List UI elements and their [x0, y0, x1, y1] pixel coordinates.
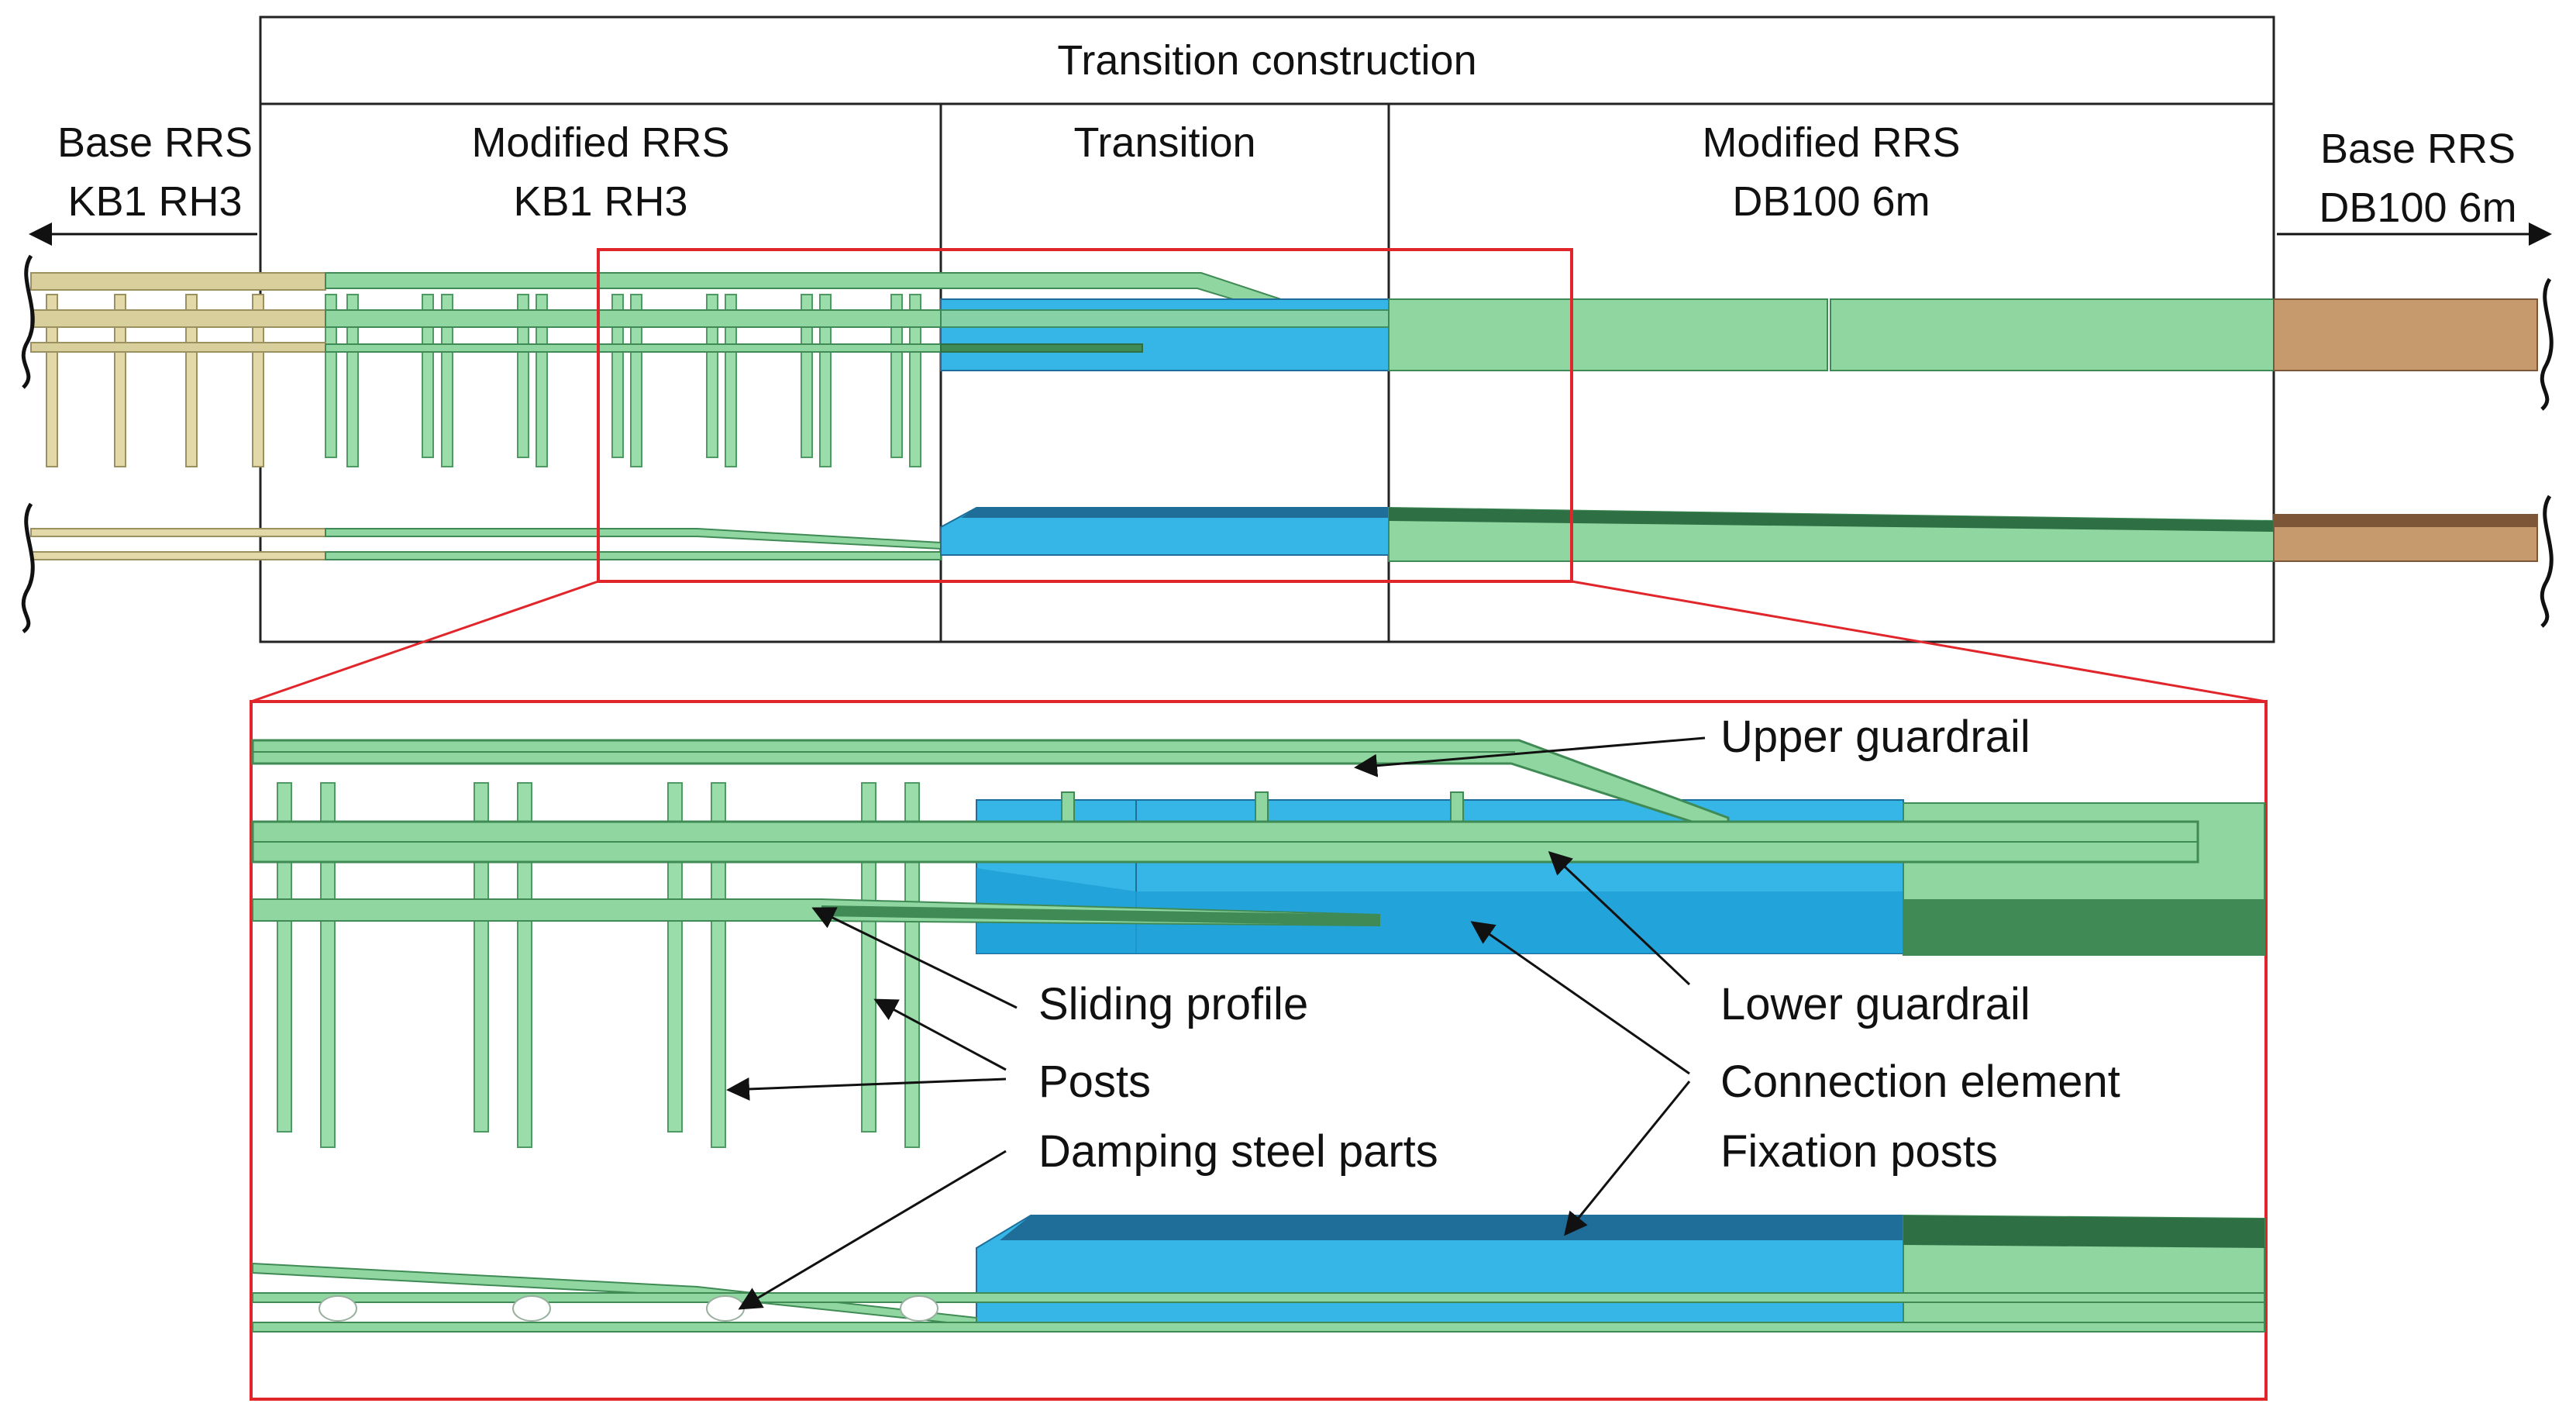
break-symbol-right-top: [2540, 278, 2554, 411]
label-sliding-profile: Sliding profile: [1038, 979, 1308, 1029]
right-outer-line2: DB100 6m: [2319, 184, 2516, 231]
label-connection-element: Connection element: [1720, 1057, 2120, 1107]
right-outer-line1: Base RRS: [2320, 126, 2516, 172]
section-3-line2: DB100 6m: [1732, 178, 1930, 225]
section-2-line1: Transition: [1073, 119, 1255, 166]
plan-base-db100-dark: [2274, 515, 2537, 527]
plan-modified-db100-dark: [1389, 508, 2274, 532]
sliding-end-overview: [940, 343, 1143, 353]
base-kb1-lower-rail: [30, 309, 326, 328]
zoom-connector-left: [250, 580, 599, 703]
label-fixation-posts: Fixation posts: [1720, 1126, 1998, 1177]
detail-modified-db100-dark: [1903, 899, 2264, 955]
section-1-line2: KB1 RH3: [513, 178, 687, 225]
plan-upper-rail: [325, 528, 942, 550]
plan-lower-rail: [325, 551, 942, 560]
left-outer-line2: KB1 RH3: [67, 178, 242, 225]
detail-connection-element-shade: [976, 868, 1903, 953]
break-symbol-right-bottom: [2540, 495, 2554, 628]
annotation-arrows: [726, 736, 1706, 1310]
detail-sliding-profile-dark: [821, 905, 1379, 926]
overview-elevation-view: [21, 254, 2554, 467]
left-outer-line1: Base RRS: [57, 119, 253, 166]
section-1-line1: Modified RRS: [471, 119, 729, 166]
base-kb1-upper-rail: [30, 272, 326, 291]
base-kb1-posts: [46, 294, 264, 467]
section-modified-db100-box: [1387, 102, 2275, 643]
zoom-connector-right: [1571, 580, 2267, 703]
base-kb1-sliding: [30, 342, 326, 353]
detail-zoom-view: Upper guardrail Lower guardrail Sliding …: [250, 700, 2268, 1401]
detail-plan-modified-db100-dark: [1903, 1215, 2264, 1248]
detail-posts: [277, 782, 920, 1148]
label-posts: Posts: [1038, 1057, 1151, 1107]
plan-connection-element-top: [961, 508, 1389, 518]
base-kb1-plan-rail-2: [30, 551, 326, 560]
label-upper-guardrail: Upper guardrail: [1720, 712, 2030, 762]
break-symbol-left-bottom: [21, 502, 35, 633]
detail-plan-lower-rail: [252, 1322, 2265, 1333]
header-table: Transition construction Modified RRS KB1…: [29, 16, 2552, 643]
base-kb1-plan-rail-1: [30, 528, 326, 537]
label-damping-steel-parts: Damping steel parts: [1038, 1126, 1438, 1177]
detail-plan-connection-element-top: [1000, 1215, 1903, 1240]
section-transition-box: [939, 102, 1390, 643]
label-lower-guardrail: Lower guardrail: [1720, 979, 2030, 1029]
section-3-line1: Modified RRS: [1702, 119, 1960, 166]
base-db100-block: [2273, 298, 2538, 371]
title-label: Transition construction: [1057, 37, 1476, 84]
break-symbol-left-top: [21, 254, 35, 389]
zoom-source-frame: [597, 248, 1573, 583]
modified-db100-block-1: [1388, 298, 1828, 371]
modified-kb1-posts: [325, 294, 921, 467]
modified-db100-block-2: [1830, 298, 2275, 371]
overview-plan-view: [21, 495, 2554, 633]
detail-fixation-posts-top: [1061, 791, 1464, 822]
detail-plan-middle-rail: [252, 1292, 2265, 1303]
